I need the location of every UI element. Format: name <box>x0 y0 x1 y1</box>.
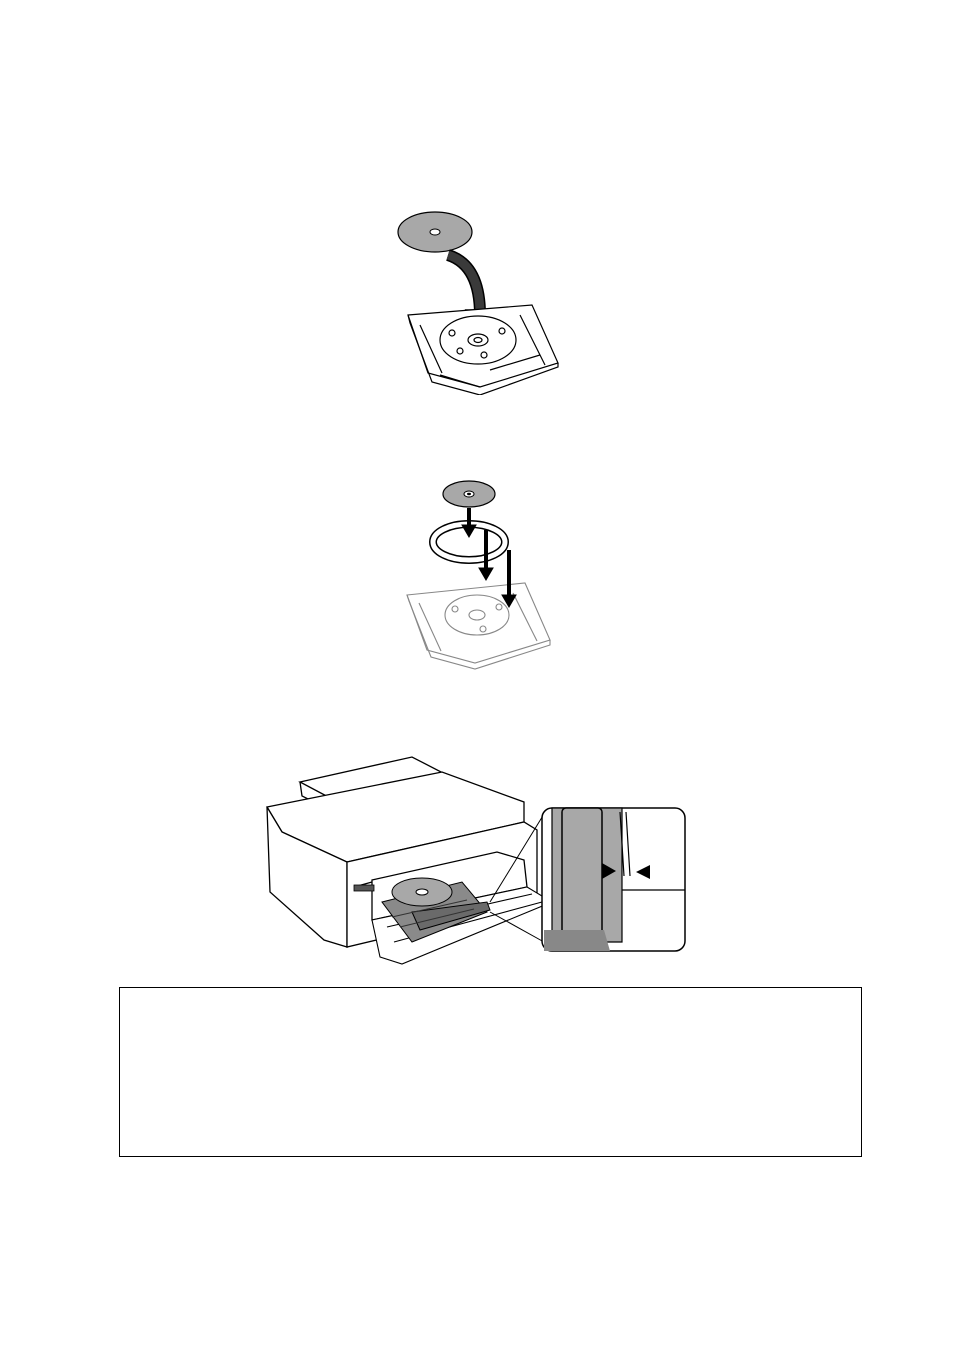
small-disc-icon <box>443 481 495 507</box>
note-box <box>119 987 862 1157</box>
load-disc-illustration <box>380 205 570 395</box>
cd-tray-icon <box>408 305 558 395</box>
small-disc-adapter-illustration <box>385 475 560 670</box>
alignment-detail-inset <box>542 808 685 951</box>
tray-icon <box>407 583 550 669</box>
disc-icon <box>398 212 472 252</box>
printer-tray-alignment-illustration <box>262 752 692 967</box>
